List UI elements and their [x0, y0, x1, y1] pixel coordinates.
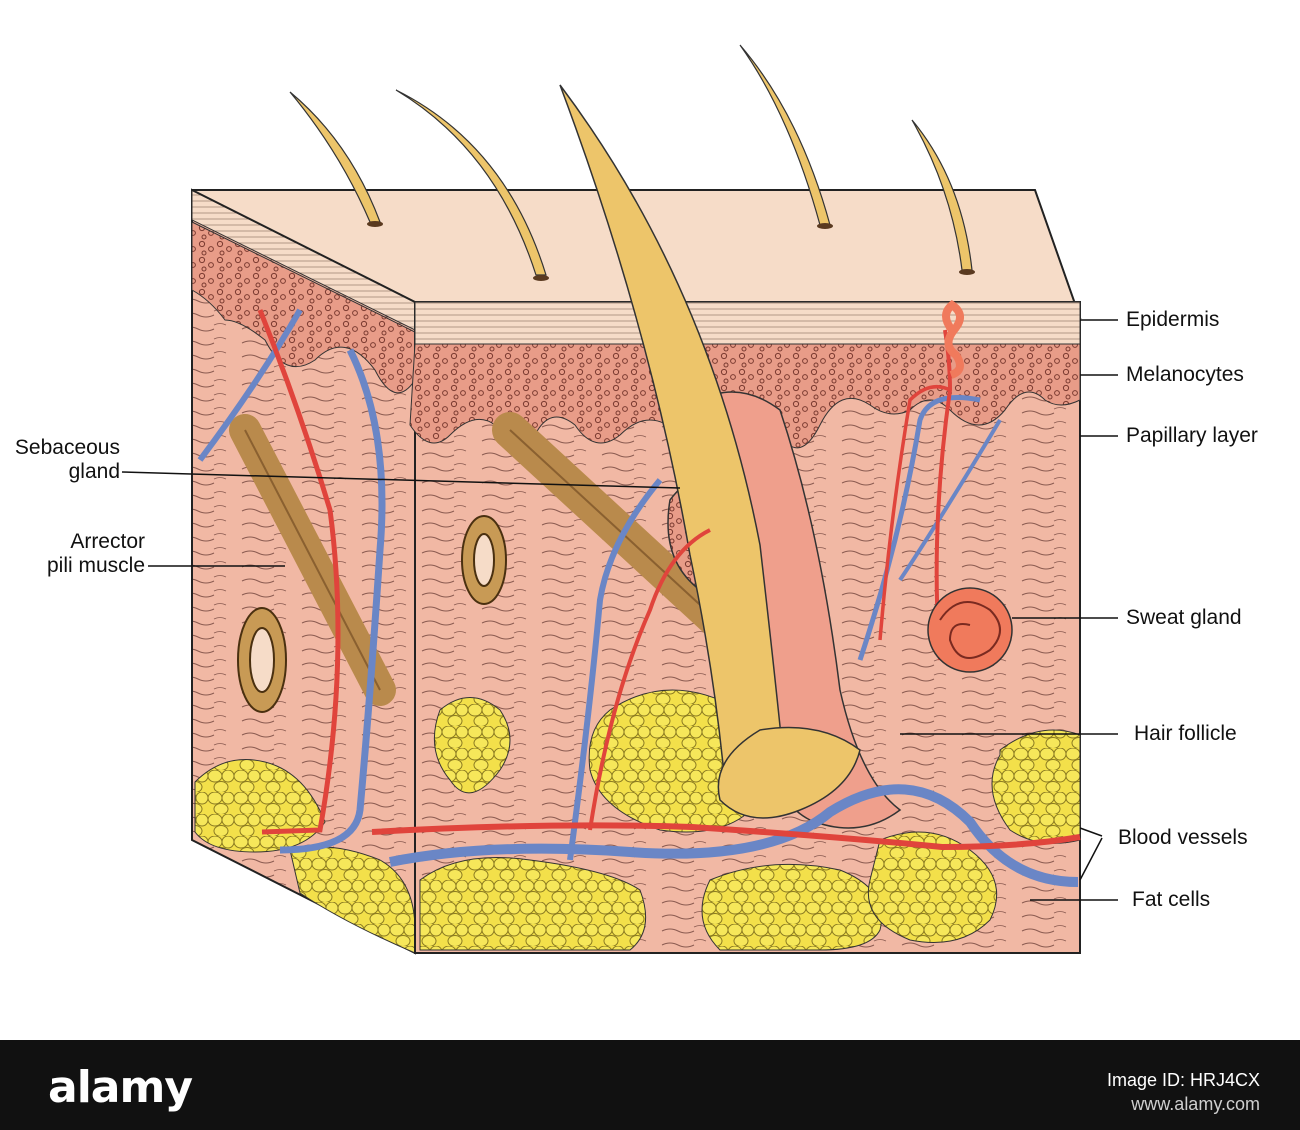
label-arrector-line1: Arrector: [70, 530, 145, 553]
alamy-logo: alamy: [48, 1062, 193, 1113]
leader-lines: [121, 319, 1118, 901]
skin-cross-section-diagram: [121, 44, 1118, 955]
label-arrector-line2: pili muscle: [46, 554, 145, 577]
leader-blood-vessels: [1079, 827, 1103, 881]
label-melanocytes: Melanocytes: [1126, 363, 1244, 386]
side-face: [191, 188, 416, 955]
label-fat-cells: Fat cells: [1132, 888, 1211, 911]
label-epidermis: Epidermis: [1126, 308, 1220, 331]
label-sebaceous-line1: Sebaceous: [14, 436, 120, 459]
site-url: www.alamy.com: [1131, 1094, 1260, 1114]
front-face: [371, 84, 1081, 954]
label-sweat-gland: Sweat gland: [1126, 606, 1242, 629]
leader-sebaceous: [121, 471, 681, 489]
label-blood-vessels: Blood vessels: [1118, 826, 1248, 849]
image-id: Image ID: HRJ4CX: [1106, 1070, 1260, 1090]
label-papillary-layer: Papillary layer: [1126, 424, 1258, 447]
watermark-bar: [0, 1040, 1300, 1130]
hair-shafts: [289, 44, 975, 281]
label-sebaceous-line2: gland: [68, 460, 120, 483]
label-hair-follicle: Hair follicle: [1134, 722, 1237, 745]
